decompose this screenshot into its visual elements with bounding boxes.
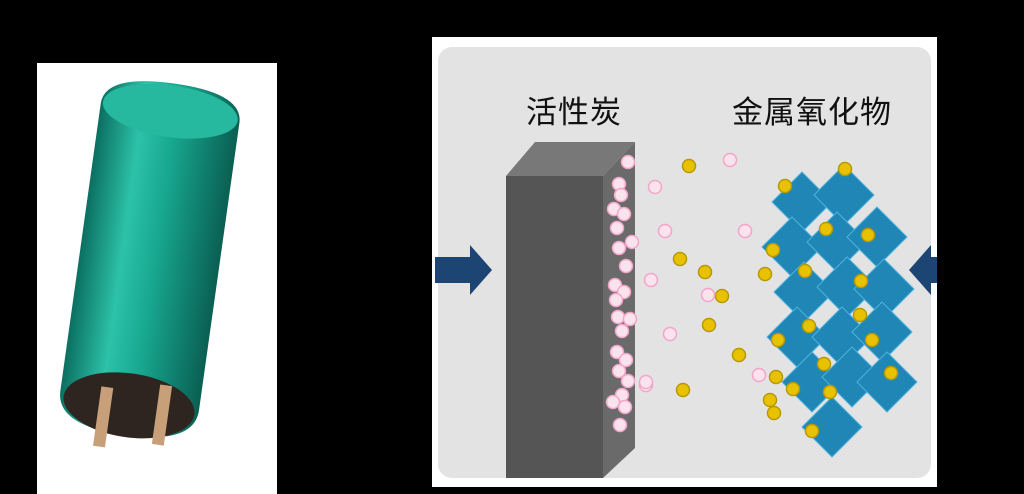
cation-dot [620,154,636,170]
anion-dot [731,347,747,363]
cation-dot [624,234,640,250]
activated-carbon-label: 活性炭 [526,95,622,131]
capacitor-illustration [60,81,240,448]
cation-dot [620,373,636,389]
cation-dot [657,223,673,239]
anion-dot [770,332,786,348]
cation-dot [611,363,627,379]
anion-dot [675,382,691,398]
carbon-block-top [506,142,635,176]
oxide-crystal [856,351,918,413]
cation-dot [610,309,626,325]
oxide-crystal [801,396,863,458]
cation-dot [643,272,659,288]
cation-dot [609,220,625,236]
arrow-right-icon [435,245,492,295]
electrode-diagram [435,142,937,478]
cation-dot [618,258,634,274]
cation-dot [609,344,625,360]
oxide-crystal [846,206,908,268]
anion-dot [714,288,730,304]
anion-dot [797,263,813,279]
carbon-block-front [506,176,603,478]
anion-dot [837,161,853,177]
terminal-lead [93,386,114,448]
supercapacitor-photo [37,63,277,494]
terminal-lead [151,384,173,446]
anion-dot [853,273,869,289]
cation-dot [618,352,634,368]
cation-dot [608,292,624,308]
anion-dot [701,317,717,333]
cation-dot [612,417,628,433]
anion-dot [697,264,713,280]
cation-dot [737,223,753,239]
metal-oxide-label: 金属氧化物 [732,95,892,131]
cation-dot [605,394,621,410]
anion-dot [762,392,778,408]
anion-dot [860,227,876,243]
anion-dot [883,365,899,381]
capacitor-top [102,83,238,139]
anion-dot [681,158,697,174]
cation-dot [617,399,633,415]
anion-dot [801,318,817,334]
cation-dot [722,152,738,168]
anion-dot [804,423,820,439]
cation-dot [616,206,632,222]
arrow-left-icon [909,245,937,295]
cation-dot [751,367,767,383]
cation-dot [622,311,638,327]
anion-dot [816,356,832,372]
anion-dot [768,369,784,385]
diagram-panel: 活性炭 金属氧化物 [432,37,937,487]
cation-dot [638,374,654,390]
cation-dot [611,240,627,256]
anion-dot [777,178,793,194]
cation-dot [700,287,716,303]
cation-dot [662,326,678,342]
cation-dot [647,179,663,195]
capacitor-body [60,81,240,438]
anion-dot [765,242,781,258]
anion-dot [766,405,782,421]
anion-dot [852,307,868,323]
anion-dot [818,221,834,237]
anion-dot [785,381,801,397]
anion-dot [864,332,880,348]
anion-dot [672,251,688,267]
cation-dot [613,187,629,203]
anion-dot [757,266,773,282]
anion-dot [822,384,838,400]
cation-dot [614,323,630,339]
